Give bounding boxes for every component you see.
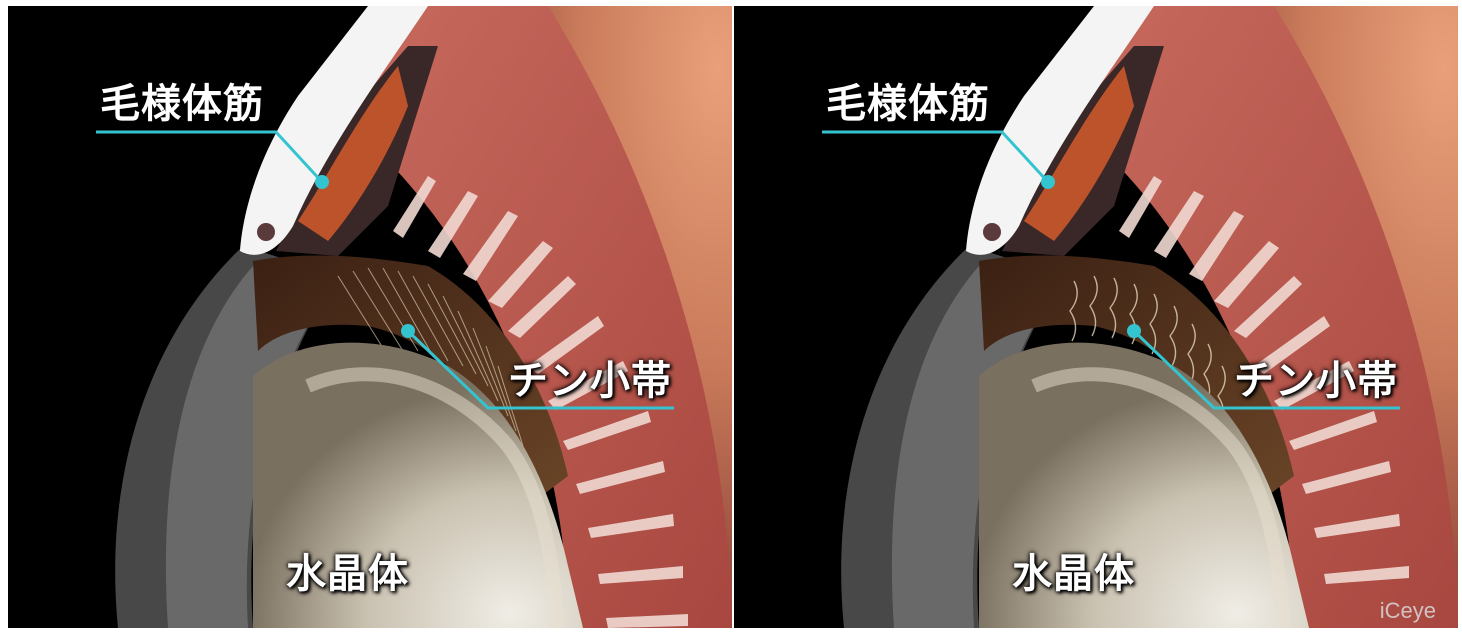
- lens-label: 水晶体: [1012, 554, 1135, 594]
- watermark-logo: iCeye: [1380, 598, 1436, 624]
- eye-diagram-left: 毛様体筋 チン小帯 水晶体: [8, 6, 732, 628]
- ciliary-muscle-label: 毛様体筋: [826, 84, 990, 124]
- lens-label: 水晶体: [286, 554, 409, 594]
- zonule-label: チン小帯: [508, 361, 672, 401]
- zonule-label: チン小帯: [1234, 361, 1398, 401]
- ciliary-muscle-label: 毛様体筋: [100, 84, 264, 124]
- eye-diagram-right: 毛様体筋 チン小帯 水晶体 iCeye: [734, 6, 1458, 628]
